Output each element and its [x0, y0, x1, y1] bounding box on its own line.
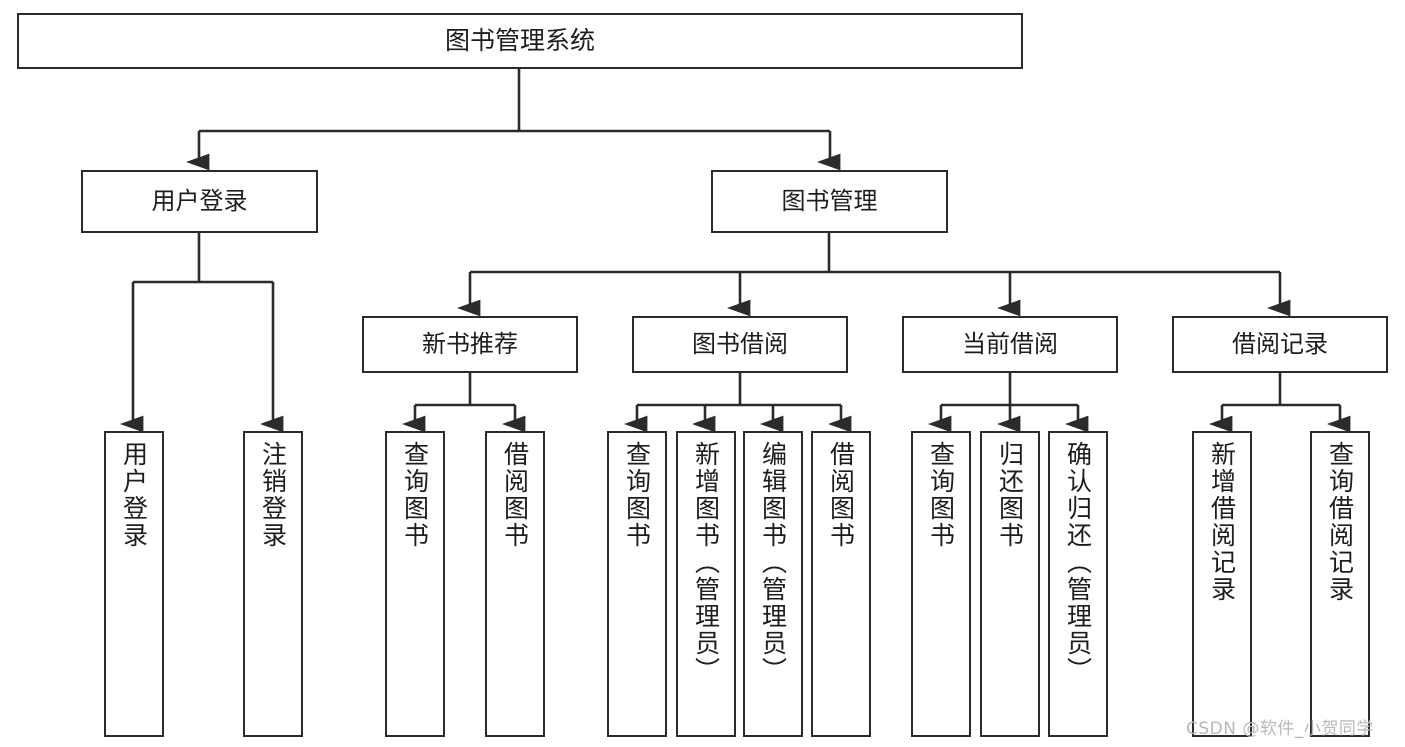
node-borrow-record[interactable]: 借阅记录	[1172, 316, 1388, 373]
node-label: 用户登录	[119, 441, 149, 549]
node-leaf-borrow-book-1[interactable]: 借阅图书	[485, 431, 545, 737]
node-label: 用户登录	[151, 187, 248, 216]
node-label: 编辑图书（管理员）	[758, 441, 788, 684]
node-leaf-query-book-1[interactable]: 查询图书	[385, 431, 445, 737]
node-label: 新书推荐	[422, 330, 518, 359]
node-label: 归还图书	[995, 441, 1025, 549]
node-current-borrow[interactable]: 当前借阅	[902, 316, 1118, 373]
node-leaf-confirm-return[interactable]: 确认归还（管理员）	[1048, 431, 1108, 737]
node-label: 图书管理	[781, 187, 878, 216]
node-book-borrow[interactable]: 图书借阅	[632, 316, 848, 373]
csdn-watermark: CSDN @软件_小贺同学	[1186, 719, 1374, 739]
node-label: 查询借阅记录	[1325, 441, 1355, 603]
node-label: 借阅图书	[826, 441, 856, 549]
node-label: 查询图书	[622, 441, 652, 549]
node-leaf-edit-book[interactable]: 编辑图书（管理员）	[743, 431, 803, 737]
node-label: 当前借阅	[962, 330, 1058, 359]
node-label: 查询图书	[926, 441, 956, 549]
node-leaf-query-record[interactable]: 查询借阅记录	[1310, 431, 1370, 737]
node-leaf-query-book-2[interactable]: 查询图书	[607, 431, 667, 737]
node-label: 确认归还（管理员）	[1063, 441, 1093, 684]
node-label: 借阅图书	[500, 441, 530, 549]
node-leaf-return-book[interactable]: 归还图书	[980, 431, 1040, 737]
node-label: 新增图书（管理员）	[691, 441, 721, 684]
node-leaf-add-book[interactable]: 新增图书（管理员）	[676, 431, 736, 737]
node-root-system[interactable]: 图书管理系统	[17, 13, 1023, 69]
node-book-manage[interactable]: 图书管理	[711, 170, 948, 233]
node-user-login[interactable]: 用户登录	[81, 170, 318, 233]
node-leaf-user-logout[interactable]: 注销登录	[243, 431, 303, 737]
node-label: 新增借阅记录	[1207, 441, 1237, 603]
node-leaf-user-login[interactable]: 用户登录	[104, 431, 164, 737]
node-leaf-borrow-book-2[interactable]: 借阅图书	[811, 431, 871, 737]
node-leaf-add-record[interactable]: 新增借阅记录	[1192, 431, 1252, 737]
node-label: 注销登录	[258, 441, 288, 549]
node-leaf-query-book-3[interactable]: 查询图书	[911, 431, 971, 737]
node-label: 查询图书	[400, 441, 430, 549]
node-label: 图书管理系统	[444, 26, 595, 56]
node-label: 图书借阅	[692, 330, 788, 359]
node-new-book-rec[interactable]: 新书推荐	[362, 316, 578, 373]
node-label: 借阅记录	[1232, 330, 1328, 359]
